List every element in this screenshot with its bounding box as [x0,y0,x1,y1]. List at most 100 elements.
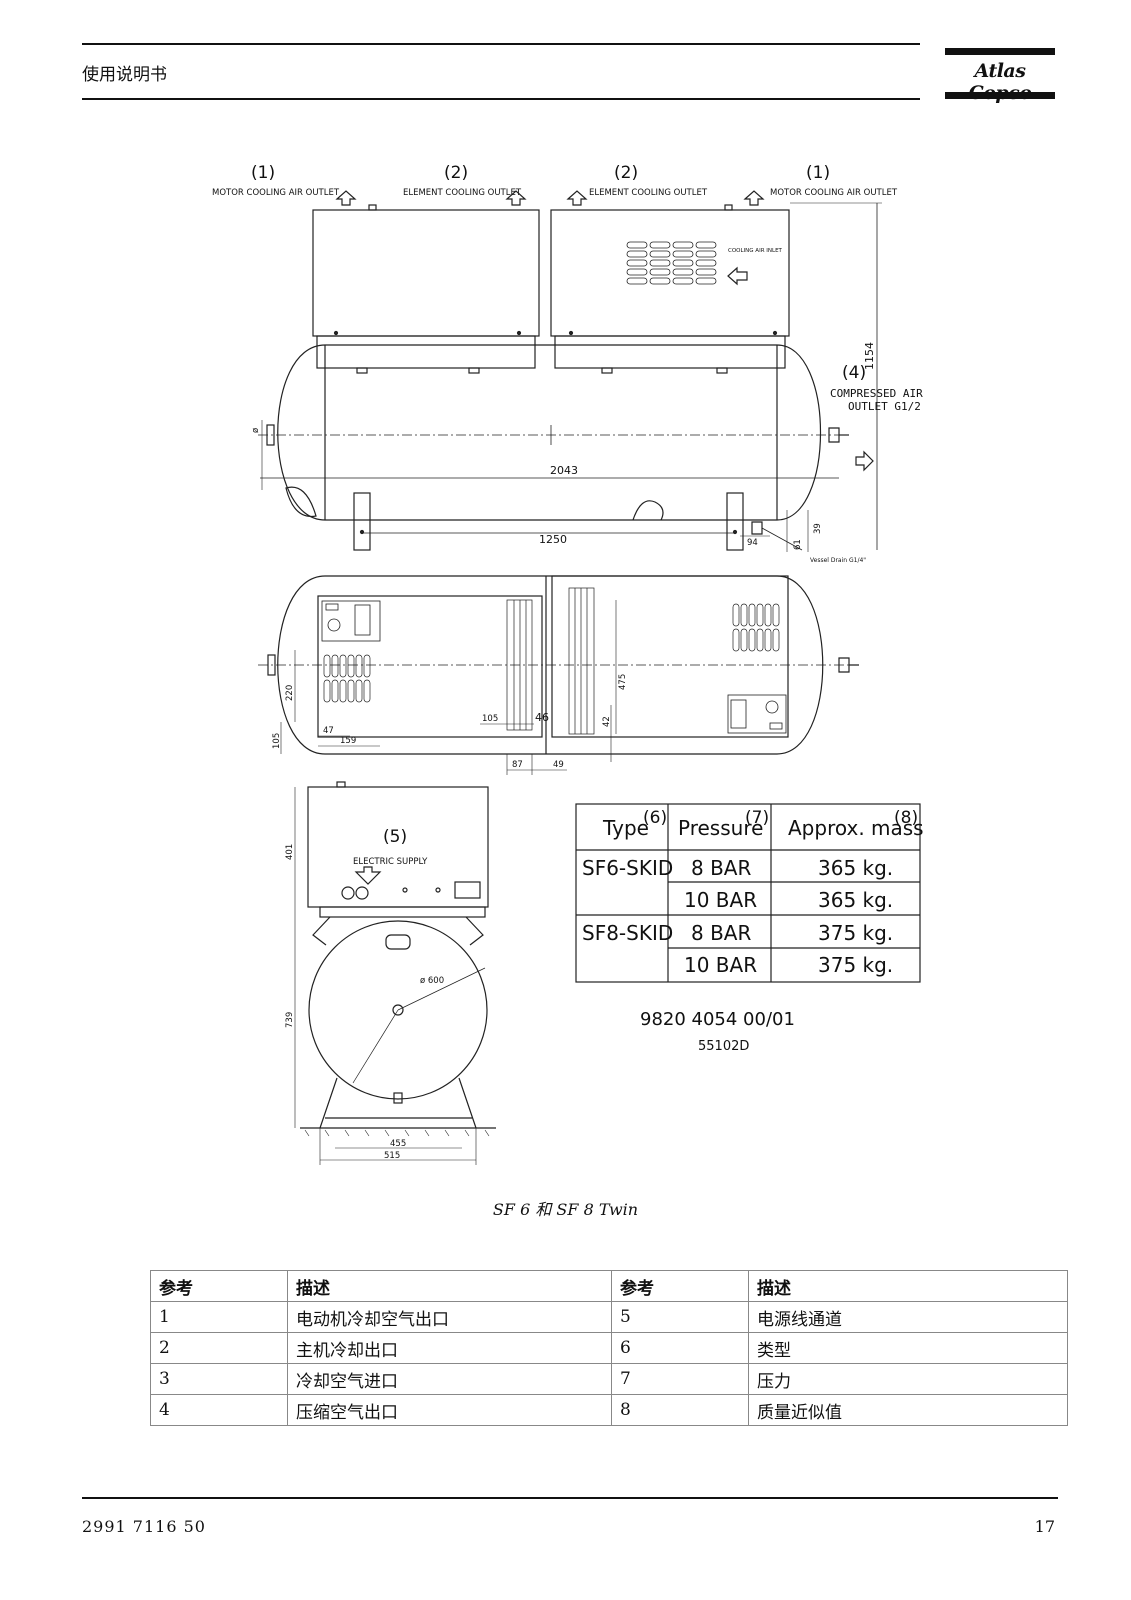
label-diameter-600: ø 600 [420,976,444,986]
legend-cell: 冷却空气进口 [287,1363,612,1395]
dim-159: 159 [340,736,356,746]
spec-header-mass: Approx. mass [788,816,924,840]
dim-1250: 1250 [539,533,567,546]
dim-87: 87 [512,760,523,770]
legend-header-desc-2: 描述 [748,1270,1068,1302]
dim-39: 39 [813,523,823,534]
table-row: 3 冷却空气进口 7 压力 [150,1363,1068,1395]
arrow-up-icon [505,190,527,206]
legend-table: 参考 描述 参考 描述 1 电动机冷却空气出口 5 电源线通道 2 主机冷却出口… [150,1270,1068,1426]
callout-1-left: (1) [251,163,275,183]
arrow-down-icon [354,866,382,885]
dim-220: 220 [285,685,295,701]
table-row: 2 主机冷却出口 6 类型 [150,1332,1068,1364]
arrow-right-icon [855,450,874,472]
legend-header-ref-1: 参考 [150,1270,288,1302]
spec-row-3-type: SF8-SKID [582,921,673,945]
callout-8: (8) [894,808,918,828]
figure-caption: SF 6 和 SF 8 Twin [492,1200,639,1219]
dim-475: 475 [618,674,628,690]
legend-cell: 主机冷却出口 [287,1332,612,1364]
legend-cell: 4 [150,1394,288,1426]
spec-header-pressure: Pressure [678,816,763,840]
legend-cell: 1 [150,1301,288,1333]
spec-row-1-mass: 365 kg. [818,856,893,880]
dim-49: 49 [553,760,564,770]
spec-row-2-pressure: 10 BAR [684,888,757,912]
legend-cell: 2 [150,1332,288,1364]
label-cooling-air-inlet: COOLING AIR INLET [728,248,783,254]
dim-515: 515 [384,1151,400,1161]
spec-header-type: Type [602,816,649,840]
callout-2-left: (2) [444,163,468,183]
label-element-cooling-outlet-left: ELEMENT COOLING OUTLET [403,188,522,198]
legend-header-ref-2: 参考 [611,1270,749,1302]
drawing-code: 55102D [698,1039,749,1054]
dim-42: 42 [602,716,612,727]
legend-header-desc-1: 描述 [287,1270,612,1302]
grille-mid-left [506,599,533,731]
label-compressed-air-2: OUTLET G1/2 [848,400,921,413]
atlas-copco-logo: Atlas Copco [945,48,1055,104]
spec-row-2-mass: 365 kg. [818,888,893,912]
table-row: 1 电动机冷却空气出口 5 电源线通道 [150,1301,1068,1333]
dim-94: 94 [747,538,758,548]
callout-7: (7) [745,808,769,828]
dim-1154: 1154 [863,342,876,370]
technical-drawing: (1) (2) (2) (1) MOTOR COOLING AIR OUTLET… [212,163,924,1165]
label-motor-cooling-outlet-right: MOTOR COOLING AIR OUTLET [770,188,898,198]
legend-cell: 压力 [748,1363,1068,1395]
footer-page-number: 17 [1034,1517,1055,1536]
dim-455: 455 [390,1139,406,1149]
label-electric-supply: ELECTRIC SUPPLY [353,857,428,867]
dim-739: 739 [285,1012,295,1028]
spec-row-1-pressure: 8 BAR [691,856,751,880]
legend-cell: 压缩空气出口 [287,1394,612,1426]
cooling-grille [626,241,717,285]
air-receiver-tank [277,344,822,521]
arrow-up-icon [335,190,357,206]
spec-row-3-mass: 375 kg. [818,921,893,945]
grille-mid-right [568,587,595,735]
callout-2-right: (2) [614,163,638,183]
dim-side-mark: ø [251,428,261,433]
legend-cell: 电源线通道 [748,1301,1068,1333]
label-compressed-air-1: COMPRESSED AIR [830,387,923,400]
spec-row-3-pressure: 8 BAR [691,921,751,945]
dim-105-mid: 105 [482,714,498,724]
footer-rule [82,1497,1058,1499]
arrow-up-icon [743,190,765,206]
front-view: (1) (2) (2) (1) MOTOR COOLING AIR OUTLET… [212,163,923,564]
legend-cell: 8 [611,1394,749,1426]
dim-401: 401 [285,844,295,860]
arrow-up-icon [566,190,588,206]
spec-row-4-pressure: 10 BAR [684,953,757,977]
header-rule-bottom [82,98,920,100]
dim-61: 61 [793,539,803,550]
header-rule-top [82,43,920,45]
page-header-title: 使用说明书 [82,65,167,85]
canopy-left [312,209,540,337]
legend-cell: 6 [611,1332,749,1364]
tank-end-circle [308,920,488,1100]
table-row: 4 压缩空气出口 8 质量近似值 [150,1394,1068,1426]
tank-top-view [277,575,824,755]
callout-5: (5) [383,827,407,847]
callout-1-right: (1) [806,163,830,183]
legend-cell: 3 [150,1363,288,1395]
dim-47: 47 [323,726,334,736]
dim-2043: 2043 [550,464,578,477]
drawing-number: 9820 4054 00/01 [640,1009,795,1030]
label-vessel-drain: Vessel Drain G1/4" [810,557,866,564]
grille-right [732,603,780,652]
callout-6: (6) [643,808,667,828]
spec-row-4-mass: 375 kg. [818,953,893,977]
legend-cell: 7 [611,1363,749,1395]
legend-cell: 类型 [748,1332,1068,1364]
arrow-left-icon [727,266,748,286]
control-panel-left [321,600,381,642]
side-view: (5) ELECTRIC SUPPLY ø 600 401 739 455 51… [285,781,496,1165]
spec-row-1-type: SF6-SKID [582,856,673,880]
control-panel-right [727,694,787,734]
legend-cell: 5 [611,1301,749,1333]
